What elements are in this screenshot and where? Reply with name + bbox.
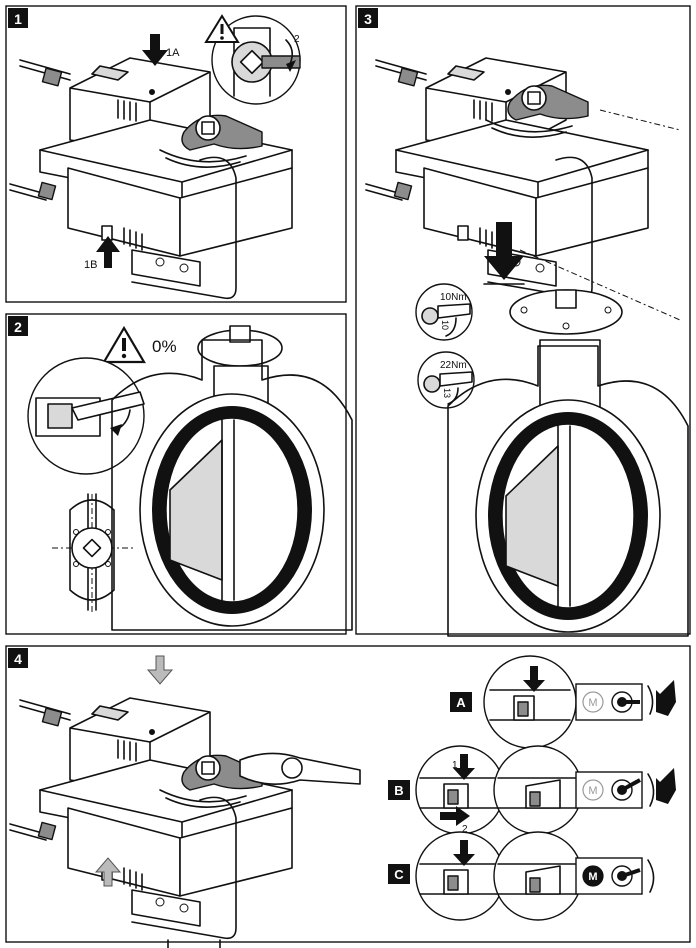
step-b-label-1: 1 (452, 760, 458, 771)
butterfly-valve (447, 339, 689, 637)
detail-inset (27, 357, 145, 475)
step-a: A M (450, 655, 676, 749)
panel-1-badge (8, 8, 28, 28)
step-a-badge (450, 692, 472, 712)
wrench-size-bottom: 13 (442, 388, 452, 398)
panel-3-badge (358, 8, 378, 28)
label-1a: 1A (166, 47, 180, 59)
rotate-arrow-icon (647, 773, 655, 807)
rotate-arrow-icon (647, 859, 655, 893)
hand-icon (656, 680, 676, 716)
warning-icon (204, 14, 240, 43)
arrow-down-icon (146, 655, 174, 685)
arrow-down-icon (142, 34, 168, 66)
arrow-up-icon (94, 857, 122, 887)
actuator-drawing (9, 655, 361, 948)
torque-value-bottom: 22Nm (440, 360, 467, 371)
panel-4-badge-text: 4 (14, 651, 22, 667)
warning-icon (102, 325, 146, 364)
warning-percent: 0% (152, 337, 177, 356)
wrench-size-top: 10 (440, 320, 450, 330)
step-b-badge-text: B (394, 783, 403, 798)
panel-3-badge-text: 3 (364, 11, 372, 27)
step-c-badge-text: C (394, 867, 404, 882)
rotate-arrow-icon (647, 685, 654, 715)
arrow-down-icon (484, 222, 524, 280)
valve-top-view (52, 493, 134, 612)
torque-detail-bottom: 22Nm 13 (417, 351, 475, 409)
label-2: 2 (294, 34, 300, 45)
valve-flange (509, 289, 623, 335)
panel-4: 4 A M (5, 645, 691, 948)
label-1b: 1B (84, 259, 97, 271)
torque-detail-top: 10Nm 10 (415, 283, 473, 341)
motor-letter-c: M (588, 871, 597, 883)
torque-value-top: 10Nm (440, 292, 467, 303)
hand-icon (656, 768, 676, 804)
step-c: C M (388, 831, 655, 921)
panel-4-badge (8, 648, 28, 668)
butterfly-valve (111, 325, 353, 631)
step-b-label-2: 2 (462, 824, 468, 835)
panel-1: 1 1A 1B 2 (5, 5, 347, 303)
panel-3: 3 10Nm 10 (355, 5, 691, 637)
panel-2-badge-text: 2 (14, 319, 22, 335)
panel-2: 2 0% (5, 313, 353, 635)
step-b-badge (388, 780, 410, 800)
step-c-badge (388, 864, 410, 884)
panel-2-badge (8, 316, 28, 336)
step-a-badge-text: A (456, 695, 466, 710)
motor-letter-a: M (588, 697, 597, 709)
motor-letter-b: M (588, 785, 597, 797)
arrow-up-icon (96, 236, 120, 268)
panel-1-badge-text: 1 (14, 11, 22, 27)
rotate-arrow-icon (110, 424, 122, 436)
